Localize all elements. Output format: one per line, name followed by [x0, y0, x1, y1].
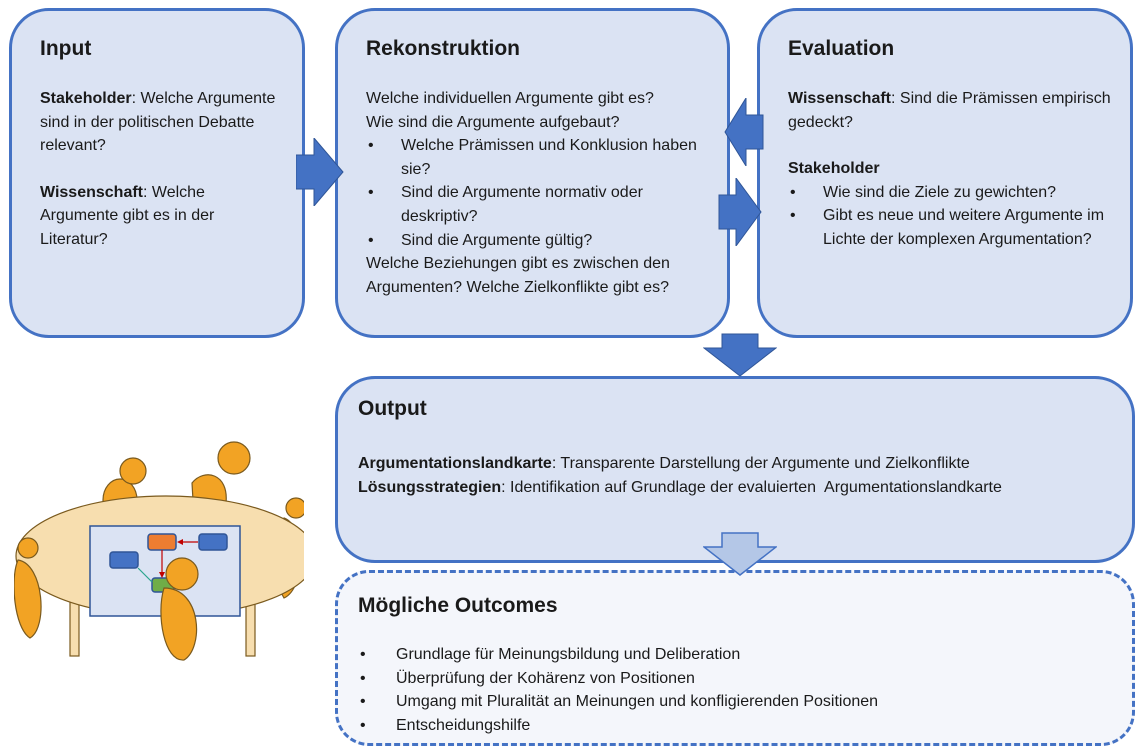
output-line-1: Argumentationslandkarte: Transparente Da… — [358, 452, 1114, 476]
evaluation-stakeholder-label: Stakeholder — [788, 160, 880, 178]
outcomes-text: Grundlage für Meinungsbildung und Delibe… — [358, 643, 1114, 737]
input-text: Stakeholder: Welche Argumente sind in de… — [40, 87, 278, 252]
rekonstruktion-closing: Welche Beziehungen gibt es zwischen den … — [366, 255, 670, 296]
arrow-rekonstruktion-to-evaluation — [718, 178, 762, 246]
evaluation-bullet: Gibt es neue und weitere Argumente im Li… — [788, 204, 1112, 251]
input-stakeholder-text: : Welche Argumente sind in der politisch… — [40, 90, 276, 155]
evaluation-science-paragraph: Wissenschaft: Sind die Prämissen empiris… — [788, 87, 1112, 134]
output-box: Output Argumentationslandkarte: Transpar… — [335, 376, 1135, 563]
rekonstruktion-box: Rekonstruktion Welche individuellen Argu… — [335, 8, 730, 338]
rekonstruktion-bullet: Sind die Argumente normativ oder deskrip… — [366, 181, 707, 228]
outcomes-title: Mögliche Outcomes — [358, 594, 558, 617]
rekonstruktion-bullet: Welche Prämissen und Konklusion haben si… — [366, 134, 707, 181]
input-science-paragraph: Wissenschaft: Welche Argumente gibt es i… — [40, 181, 278, 252]
output-text: Argumentationslandkarte: Transparente Da… — [358, 452, 1114, 499]
output-line-2: Lösungsstrategien: Identifikation auf Gr… — [358, 476, 1114, 500]
arrow-evaluation-to-rekonstruktion — [724, 98, 764, 166]
input-science-text: : Welche Argumente gibt es in der Litera… — [40, 183, 215, 248]
rekonstruktion-bullet: Sind die Argumente gültig? — [366, 229, 707, 253]
rekonstruktion-line-2: Wie sind die Argumente aufgebaut? — [366, 113, 620, 131]
evaluation-bullet: Wie sind die Ziele zu gewichten? — [788, 181, 1112, 205]
output-title: Output — [358, 397, 427, 420]
rekonstruktion-text: Welche individuellen Argumente gibt es? … — [366, 87, 707, 299]
rekonstruktion-title: Rekonstruktion — [366, 37, 521, 60]
input-stakeholder-label: Stakeholder — [40, 90, 132, 107]
evaluation-box: Evaluation Wissenschaft: Sind die Prämis… — [757, 8, 1133, 338]
output-line-2-label: Lösungsstrategien — [358, 478, 502, 496]
evaluation-text: Wissenschaft: Sind die Prämissen empiris… — [788, 87, 1112, 252]
evaluation-stakeholder-label-line: Stakeholder — [788, 157, 1112, 181]
outcomes-box: Mögliche Outcomes Grundlage für Meinungs… — [335, 570, 1135, 746]
meeting-illustration — [14, 441, 304, 661]
arrow-input-to-rekonstruktion — [296, 138, 344, 206]
outcome-bullet: Entscheidungshilfe — [358, 714, 1114, 738]
evaluation-science-label: Wissenschaft — [788, 90, 891, 107]
rekonstruktion-bullets: Welche Prämissen und Konklusion haben si… — [366, 134, 707, 252]
rekonstruktion-line-1: Welche individuellen Argumente gibt es? — [366, 90, 654, 107]
output-line-1-label: Argumentationslandkarte — [358, 455, 552, 472]
evaluation-title: Evaluation — [788, 37, 895, 60]
evaluation-science-text: : Sind die Prämissen empirisch gedeckt? — [788, 90, 1111, 131]
arrow-to-outcomes — [703, 532, 777, 576]
outcome-bullet: Grundlage für Meinungsbildung und Delibe… — [358, 643, 1114, 667]
input-stakeholder-paragraph: Stakeholder: Welche Argumente sind in de… — [40, 87, 278, 158]
arrow-to-output — [703, 333, 777, 377]
output-line-2-text: : Identifikation auf Grundlage der evalu… — [501, 478, 1002, 496]
output-line-1-text: : Transparente Darstellung der Argumente… — [551, 455, 970, 472]
input-science-label: Wissenschaft — [40, 183, 143, 201]
outcome-bullet: Umgang mit Pluralität an Meinungen und k… — [358, 690, 1114, 714]
outcome-bullet: Überprüfung der Kohärenz von Positionen — [358, 667, 1114, 691]
input-title: Input — [40, 37, 92, 60]
evaluation-bullets: Wie sind die Ziele zu gewichten? Gibt es… — [788, 181, 1112, 252]
outcomes-bullets: Grundlage für Meinungsbildung und Delibe… — [358, 643, 1114, 737]
input-box: Input Stakeholder: Welche Argumente sind… — [9, 8, 305, 338]
